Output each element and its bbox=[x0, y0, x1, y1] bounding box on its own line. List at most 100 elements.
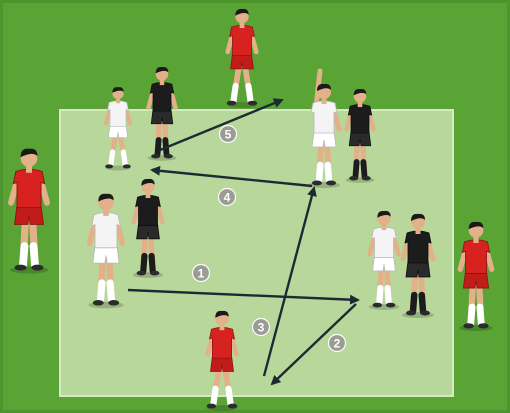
player-shoe-left bbox=[92, 300, 104, 306]
player-shorts bbox=[108, 124, 128, 138]
player-shorts bbox=[230, 53, 254, 70]
player-black-6 bbox=[344, 88, 376, 183]
player-red-9 bbox=[225, 8, 259, 108]
player-shirt bbox=[209, 326, 235, 359]
player-neck bbox=[219, 324, 225, 331]
player-hair bbox=[112, 87, 124, 93]
player-shoe-right bbox=[247, 100, 258, 106]
player-sock-left bbox=[230, 82, 239, 105]
player-shorts bbox=[462, 270, 490, 289]
pass-5-badge bbox=[218, 124, 238, 144]
pass-4: 4 bbox=[150, 165, 313, 207]
player-neck bbox=[145, 192, 151, 199]
player-white-2 bbox=[308, 68, 342, 188]
player-neck bbox=[415, 228, 421, 234]
player-shoe-left bbox=[206, 403, 217, 409]
player-shirt bbox=[12, 168, 46, 209]
player-neck bbox=[116, 98, 120, 104]
player-hair bbox=[155, 66, 169, 74]
pass-4-badge bbox=[217, 187, 237, 207]
player-shoe-right bbox=[227, 403, 238, 409]
player-shirt bbox=[229, 24, 255, 56]
player-shoe-left bbox=[463, 323, 474, 329]
pass-2-label: 2 bbox=[334, 337, 341, 351]
player-shorts bbox=[92, 245, 120, 264]
player-sock-right bbox=[384, 284, 392, 307]
pass-2-arrow bbox=[270, 303, 357, 386]
player-shoe-left bbox=[105, 164, 114, 169]
player-shorts bbox=[14, 204, 44, 225]
player-black-8 bbox=[400, 213, 436, 318]
pass-2: 2 bbox=[270, 303, 357, 386]
pass-4-label: 4 bbox=[224, 191, 231, 205]
player-sock-left bbox=[19, 242, 29, 270]
player-sock-left bbox=[467, 303, 476, 328]
players-layer bbox=[7, 8, 495, 411]
player-shoe-right bbox=[361, 175, 371, 181]
player-shoe-left bbox=[226, 100, 237, 106]
player-shirt bbox=[135, 194, 161, 226]
pass-5-arrow bbox=[159, 98, 284, 152]
player-hair bbox=[353, 88, 367, 96]
player-shirt bbox=[310, 100, 338, 134]
player-red-10 bbox=[7, 148, 51, 274]
player-sock-left bbox=[376, 284, 384, 307]
player-neck bbox=[103, 209, 109, 216]
pass-3: 3 bbox=[251, 186, 317, 377]
player-hair bbox=[141, 178, 155, 186]
pass-1-badge bbox=[191, 263, 211, 283]
player-shoe-left bbox=[349, 175, 359, 181]
player-shoe-right bbox=[108, 300, 120, 306]
player-neck bbox=[239, 22, 245, 29]
player-shoe-left bbox=[136, 270, 147, 276]
player-hair bbox=[20, 148, 38, 158]
player-shoe-right bbox=[420, 310, 430, 316]
pass-3-label: 3 bbox=[258, 321, 265, 335]
player-shoe-left bbox=[312, 180, 322, 186]
player-sock-right bbox=[360, 159, 368, 180]
player-white-4 bbox=[367, 210, 401, 310]
player-neck bbox=[26, 165, 32, 173]
player-hair bbox=[468, 221, 484, 230]
pass-1-label: 1 bbox=[198, 267, 205, 281]
player-shoe-right bbox=[326, 180, 336, 186]
pass-1: 1 bbox=[127, 263, 360, 305]
player-shoe-left bbox=[406, 310, 416, 316]
player-hair bbox=[215, 310, 229, 318]
player-neck bbox=[381, 224, 387, 231]
player-shorts bbox=[150, 109, 174, 125]
player-shirt bbox=[107, 100, 129, 127]
player-shirt bbox=[371, 226, 397, 258]
player-sock-right bbox=[148, 252, 156, 275]
player-shorts bbox=[210, 355, 234, 372]
player-shirt bbox=[404, 230, 432, 264]
player-neck bbox=[159, 79, 165, 86]
player-shorts bbox=[311, 130, 337, 148]
player-sock-left bbox=[140, 252, 148, 275]
player-sock-left bbox=[409, 291, 418, 315]
player-sock-right bbox=[29, 242, 39, 270]
player-shoe-left bbox=[372, 302, 383, 308]
player-sock-left bbox=[352, 159, 360, 180]
player-shoe-right bbox=[149, 270, 160, 276]
player-hair bbox=[98, 193, 114, 202]
pass-1-arrow bbox=[127, 288, 360, 305]
player-shoe-left bbox=[151, 153, 161, 159]
player-shoe-right bbox=[31, 264, 44, 271]
player-neck bbox=[473, 236, 479, 243]
player-red-12 bbox=[205, 310, 239, 411]
player-shorts bbox=[348, 131, 372, 147]
player-shoe-left bbox=[14, 264, 27, 271]
player-red-11 bbox=[457, 221, 495, 332]
player-hair bbox=[317, 83, 331, 91]
player-black-5 bbox=[146, 66, 178, 161]
player-sock-left bbox=[210, 385, 219, 408]
player-shorts bbox=[372, 255, 396, 272]
player-white-3 bbox=[86, 193, 126, 309]
player-sock-left bbox=[108, 149, 116, 168]
player-shirt bbox=[91, 212, 121, 249]
player-sock-right bbox=[245, 82, 254, 105]
player-sock-right bbox=[225, 385, 234, 408]
